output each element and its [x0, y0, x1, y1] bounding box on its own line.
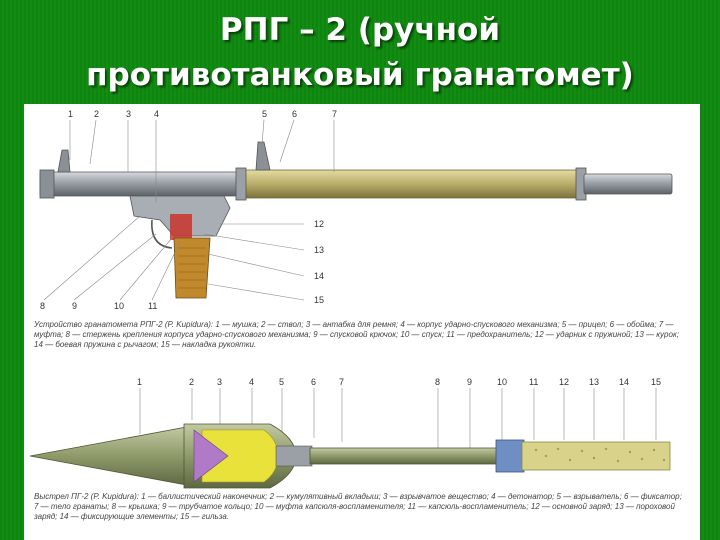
grenade-label: 2 [189, 377, 194, 387]
launcher-breech [39, 169, 55, 199]
launcher-front-sight [57, 149, 71, 173]
grenade-tail-tube [309, 447, 511, 465]
grenade-label: 7 [339, 377, 344, 387]
launcher-grip [173, 237, 211, 299]
grenade-leader-lines [139, 388, 657, 454]
launcher-front-tube [583, 173, 673, 195]
slide-title: РПГ – 2 (ручной противотанковый гранатом… [0, 8, 720, 98]
launcher-label: 12 [314, 219, 324, 229]
grenade-caption: Выстрел ПГ-2 (P. Kupidura): 1 — баллисти… [34, 492, 682, 521]
grenade-fuze [275, 445, 313, 467]
launcher-band-front [235, 167, 247, 201]
launcher-caption: Устройство гранатомета РПГ-2 (P. Kupidur… [34, 320, 679, 349]
slide-title-line-1: РПГ – 2 (ручной [219, 12, 501, 48]
launcher-label: 13 [314, 245, 324, 255]
launcher-rear-sight [255, 141, 271, 171]
launcher-leader-lines [43, 119, 335, 301]
launcher-label: 15 [314, 295, 324, 305]
launcher-label: 3 [126, 109, 131, 119]
launcher-label: 11 [148, 301, 157, 311]
grenade-label: 3 [217, 377, 222, 387]
grenade-label: 9 [467, 377, 472, 387]
launcher-label: 2 [94, 109, 99, 119]
launcher-label: 6 [292, 109, 297, 119]
launcher-label: 9 [72, 301, 77, 311]
weapon-diagrams: 1 2 3 4 5 6 7 12 13 14 15 8 9 10 11 [29, 109, 673, 489]
launcher-label: 1 [68, 109, 73, 119]
grenade-drawing: 1 2 3 4 5 6 7 8 9 10 11 12 13 14 15 [29, 377, 671, 489]
grenade-label: 15 [651, 377, 661, 387]
diagram-panel: 1 2 3 4 5 6 7 12 13 14 15 8 9 10 11 [24, 104, 700, 540]
launcher-hammer [170, 214, 192, 240]
launcher-label: 8 [40, 301, 45, 311]
launcher-label: 5 [262, 109, 267, 119]
grenade-label: 8 [435, 377, 440, 387]
grenade-label: 4 [249, 377, 254, 387]
grenade-label: 12 [559, 377, 569, 387]
grenade-liner [193, 429, 229, 483]
launcher-heat-shield [241, 169, 581, 199]
grenade-label: 1 [137, 377, 142, 387]
grenade-label: 10 [497, 377, 507, 387]
grenade-igniter [495, 439, 525, 473]
grenade-label: 13 [589, 377, 599, 387]
launcher-trigger-guard [151, 219, 173, 249]
launcher-label: 4 [154, 109, 159, 119]
launcher-label: 7 [332, 109, 337, 119]
launcher-drawing: 1 2 3 4 5 6 7 12 13 14 15 8 9 10 11 [39, 109, 673, 311]
launcher-label: 10 [114, 301, 124, 311]
slide-title-line-2: противотанковый гранатомет) [86, 57, 634, 93]
launcher-rear-tube [39, 171, 241, 197]
launcher-label: 14 [314, 271, 324, 281]
grenade-label: 6 [311, 377, 316, 387]
grenade-label: 5 [279, 377, 284, 387]
grenade-label: 14 [619, 377, 629, 387]
grenade-label: 11 [529, 377, 538, 387]
grenade-charge [521, 441, 671, 471]
grenade-nose-cone [29, 425, 193, 487]
